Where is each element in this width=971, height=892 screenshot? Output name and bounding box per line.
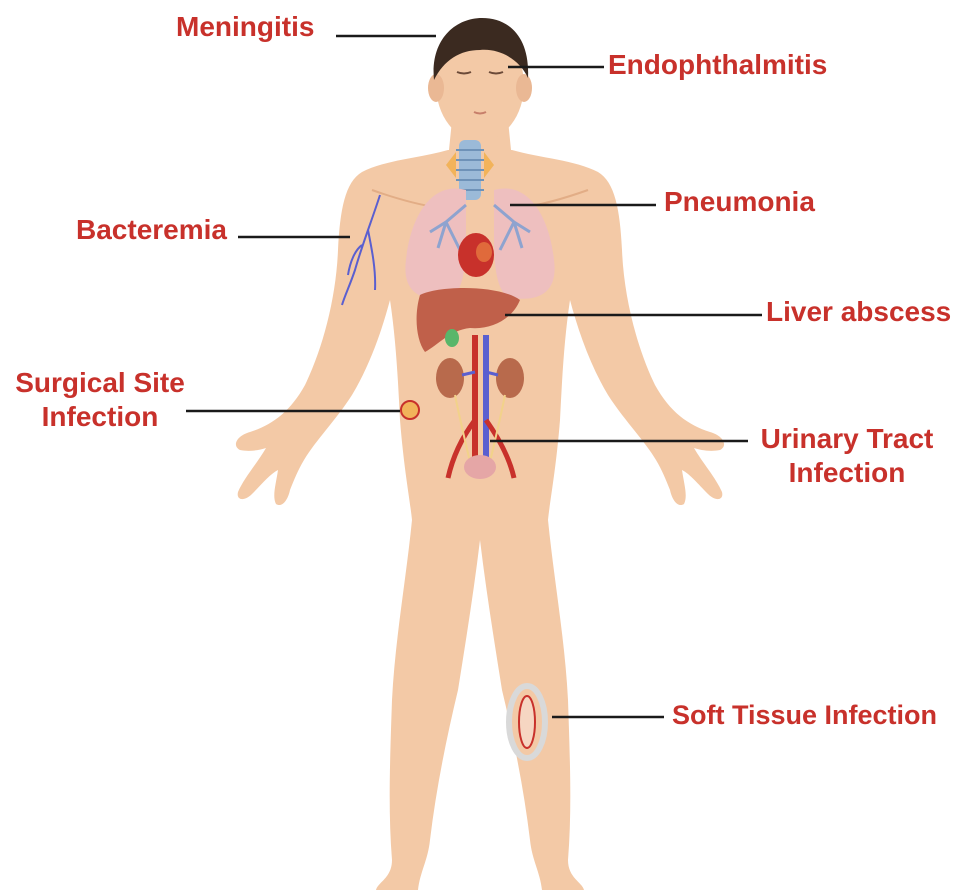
label-soft-tissue: Soft Tissue Infection	[672, 698, 937, 732]
bladder-icon	[464, 455, 496, 479]
label-uti-line2: Infection	[752, 456, 942, 490]
label-surgical-site: Surgical Site Infection	[10, 366, 190, 434]
label-liver-abscess: Liver abscess	[766, 295, 951, 329]
label-uti: Urinary Tract Infection	[752, 422, 942, 490]
label-uti-line1: Urinary Tract	[752, 422, 942, 456]
wound-icon	[401, 401, 419, 419]
label-surgical-site-line1: Surgical Site	[10, 366, 190, 400]
ear-right	[516, 74, 532, 102]
ear-left	[428, 74, 444, 102]
label-endophthalmitis: Endophthalmitis	[608, 48, 827, 82]
label-pneumonia: Pneumonia	[664, 185, 815, 219]
label-meningitis: Meningitis	[176, 10, 314, 44]
kidney-icon	[436, 358, 464, 398]
label-bacteremia: Bacteremia	[76, 213, 227, 247]
label-surgical-site-line2: Infection	[10, 400, 190, 434]
